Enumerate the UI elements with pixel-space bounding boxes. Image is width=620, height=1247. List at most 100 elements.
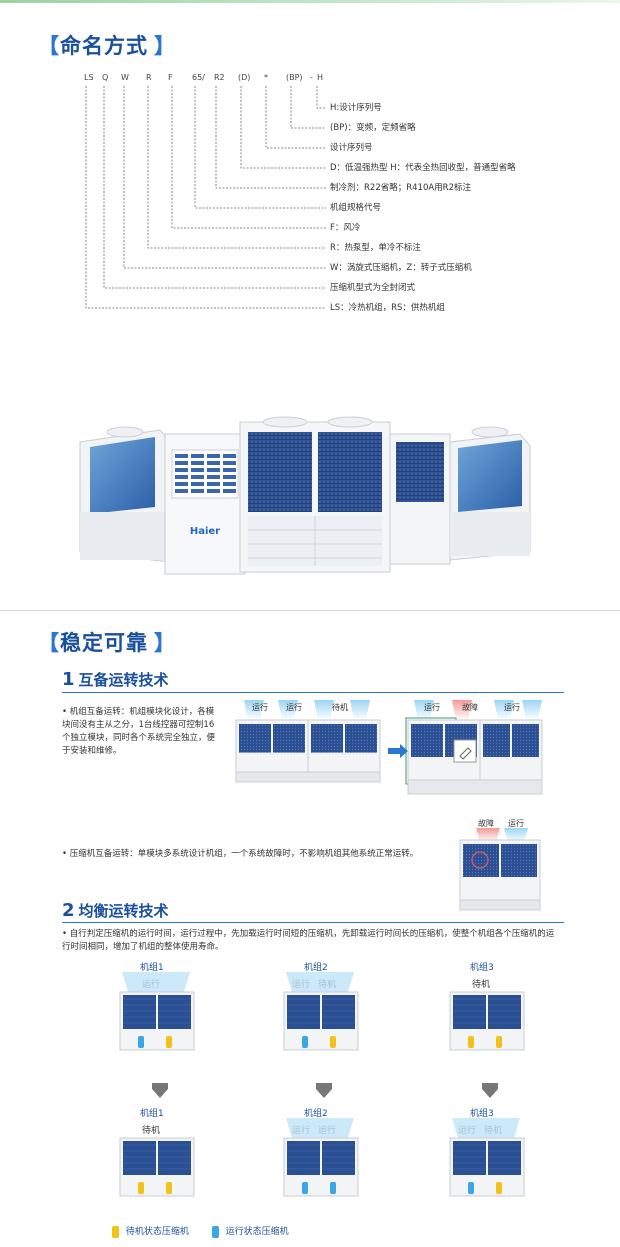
code-part: -: [310, 73, 313, 82]
fault-mark: [471, 851, 489, 869]
svg-text:运行: 运行: [508, 818, 524, 828]
vent-slot: [223, 454, 236, 458]
code-part: Q: [102, 73, 108, 82]
leader-line: [316, 86, 326, 109]
naming-legend-item: 设计序列号: [330, 143, 373, 153]
compressor-legend: 待机状态压缩机 运行状态压缩机: [112, 1224, 289, 1238]
group-name: 机组2: [304, 1109, 328, 1119]
compressor: [468, 1036, 474, 1048]
vent-slot: [207, 489, 220, 493]
unit-base: [235, 771, 381, 783]
vent-slot: [175, 461, 188, 465]
vent-slot: [191, 468, 204, 472]
down-arrow-icon: [482, 1083, 498, 1098]
reliable-section-title: 【稳定可靠】: [38, 631, 176, 655]
naming-legend-item: 压缩机型式为全封闭式: [330, 283, 416, 293]
unit-coil: [453, 995, 486, 1029]
airflow: [350, 700, 370, 720]
compressor: [166, 1036, 172, 1048]
airflow: [314, 700, 334, 720]
unit-coil: [287, 995, 320, 1029]
airflow: [522, 700, 542, 720]
leader-line: [123, 86, 326, 269]
vent-slot: [175, 482, 188, 486]
group-name: 机组3: [470, 963, 494, 973]
airflow: [286, 972, 354, 992]
compressor: [496, 1036, 502, 1048]
down-arrow-icon: [316, 1083, 332, 1098]
naming-legend-item: W：涡旋式压缩机，Z：转子式压缩机: [330, 263, 472, 273]
naming-legend-item: 机组规格代号: [330, 203, 382, 213]
airflow: [278, 700, 298, 720]
vent-slot: [191, 482, 204, 486]
vent-slot: [191, 489, 204, 493]
naming-legend-item: (BP)：变频，定频省略: [330, 123, 416, 133]
compressor-run-icon: [211, 1225, 219, 1238]
leader-line: [194, 86, 326, 209]
svg-text:运行: 运行: [424, 702, 440, 712]
svg-text:运行: 运行: [252, 702, 268, 712]
tech2-desc: • 自行判定压缩机的运行时间，运行过程中，先加载运行时间短的压缩机，先卸载运行时…: [62, 929, 555, 952]
vent-slot: [223, 475, 236, 479]
compressor: [330, 1182, 336, 1194]
code-part: F: [168, 73, 173, 82]
product-hero-image: Haier: [79, 416, 531, 575]
naming-legend-item: F：风冷: [330, 223, 361, 233]
vent-slot: [175, 468, 188, 472]
unit-coil: [345, 724, 377, 753]
leader-line: [103, 86, 326, 289]
group-unit: [119, 1137, 195, 1197]
compressor: [302, 1036, 308, 1048]
unit-base: [459, 899, 541, 911]
unit-coil: [322, 1141, 355, 1175]
airflow: [452, 1118, 520, 1138]
group-unit: [283, 1118, 359, 1197]
unit-coil: [123, 995, 156, 1029]
unit-coil: [483, 724, 510, 757]
svg-text:故障: 故障: [478, 818, 494, 828]
naming-legend-item: 制冷剂：R22省略；R410A用R2标注: [330, 183, 471, 193]
naming-legend-item: R：热泵型，单冷不标注: [330, 243, 421, 253]
svg-text:运行: 运行: [504, 702, 520, 712]
vent-slot: [207, 461, 220, 465]
leader-line: [85, 86, 326, 309]
compressor: [496, 1182, 502, 1194]
airflow: [414, 700, 434, 720]
vent-slot: [191, 461, 204, 465]
naming-legend-item: LS：冷热机组，RS：供热机组: [330, 303, 445, 313]
compressor: [468, 1182, 474, 1194]
hero-brand-logo: Haier: [190, 526, 220, 537]
group-state: 待机: [472, 980, 491, 990]
code-part: 65/: [192, 73, 205, 82]
compressor: [302, 1182, 308, 1194]
unit-coil: [287, 1141, 320, 1175]
unit-coil: [488, 995, 521, 1029]
tech1-underline: [62, 692, 564, 693]
compressor-wait-icon: [112, 1225, 119, 1238]
vent-slot: [207, 482, 220, 486]
group-name: 机组1: [140, 1109, 164, 1119]
unit-coil: [411, 724, 443, 757]
unit-coil: [311, 724, 343, 753]
leader-line: [147, 86, 326, 249]
group-unit: [119, 972, 195, 1051]
code-part: R2: [214, 73, 225, 82]
airflow: [244, 700, 264, 720]
leader-line: [265, 86, 326, 149]
airflow: [122, 972, 190, 992]
unit-coil: [158, 995, 191, 1029]
unit-coil: [158, 1141, 191, 1175]
leader-line: [171, 86, 326, 229]
tech1-desc-unit: • 机组互备运转：机组模块化设计，各模块间没有主从之分，1台线控器可控制16个独…: [62, 707, 216, 756]
code-part: H: [317, 73, 323, 82]
vent-slot: [207, 475, 220, 479]
compressor: [166, 1182, 172, 1194]
vent-slot: [223, 461, 236, 465]
section-divider: [0, 610, 620, 611]
vent-slot: [207, 454, 220, 458]
group-name: 机组2: [304, 963, 328, 973]
group-name: 机组1: [140, 963, 164, 973]
leader-line: [240, 86, 326, 169]
